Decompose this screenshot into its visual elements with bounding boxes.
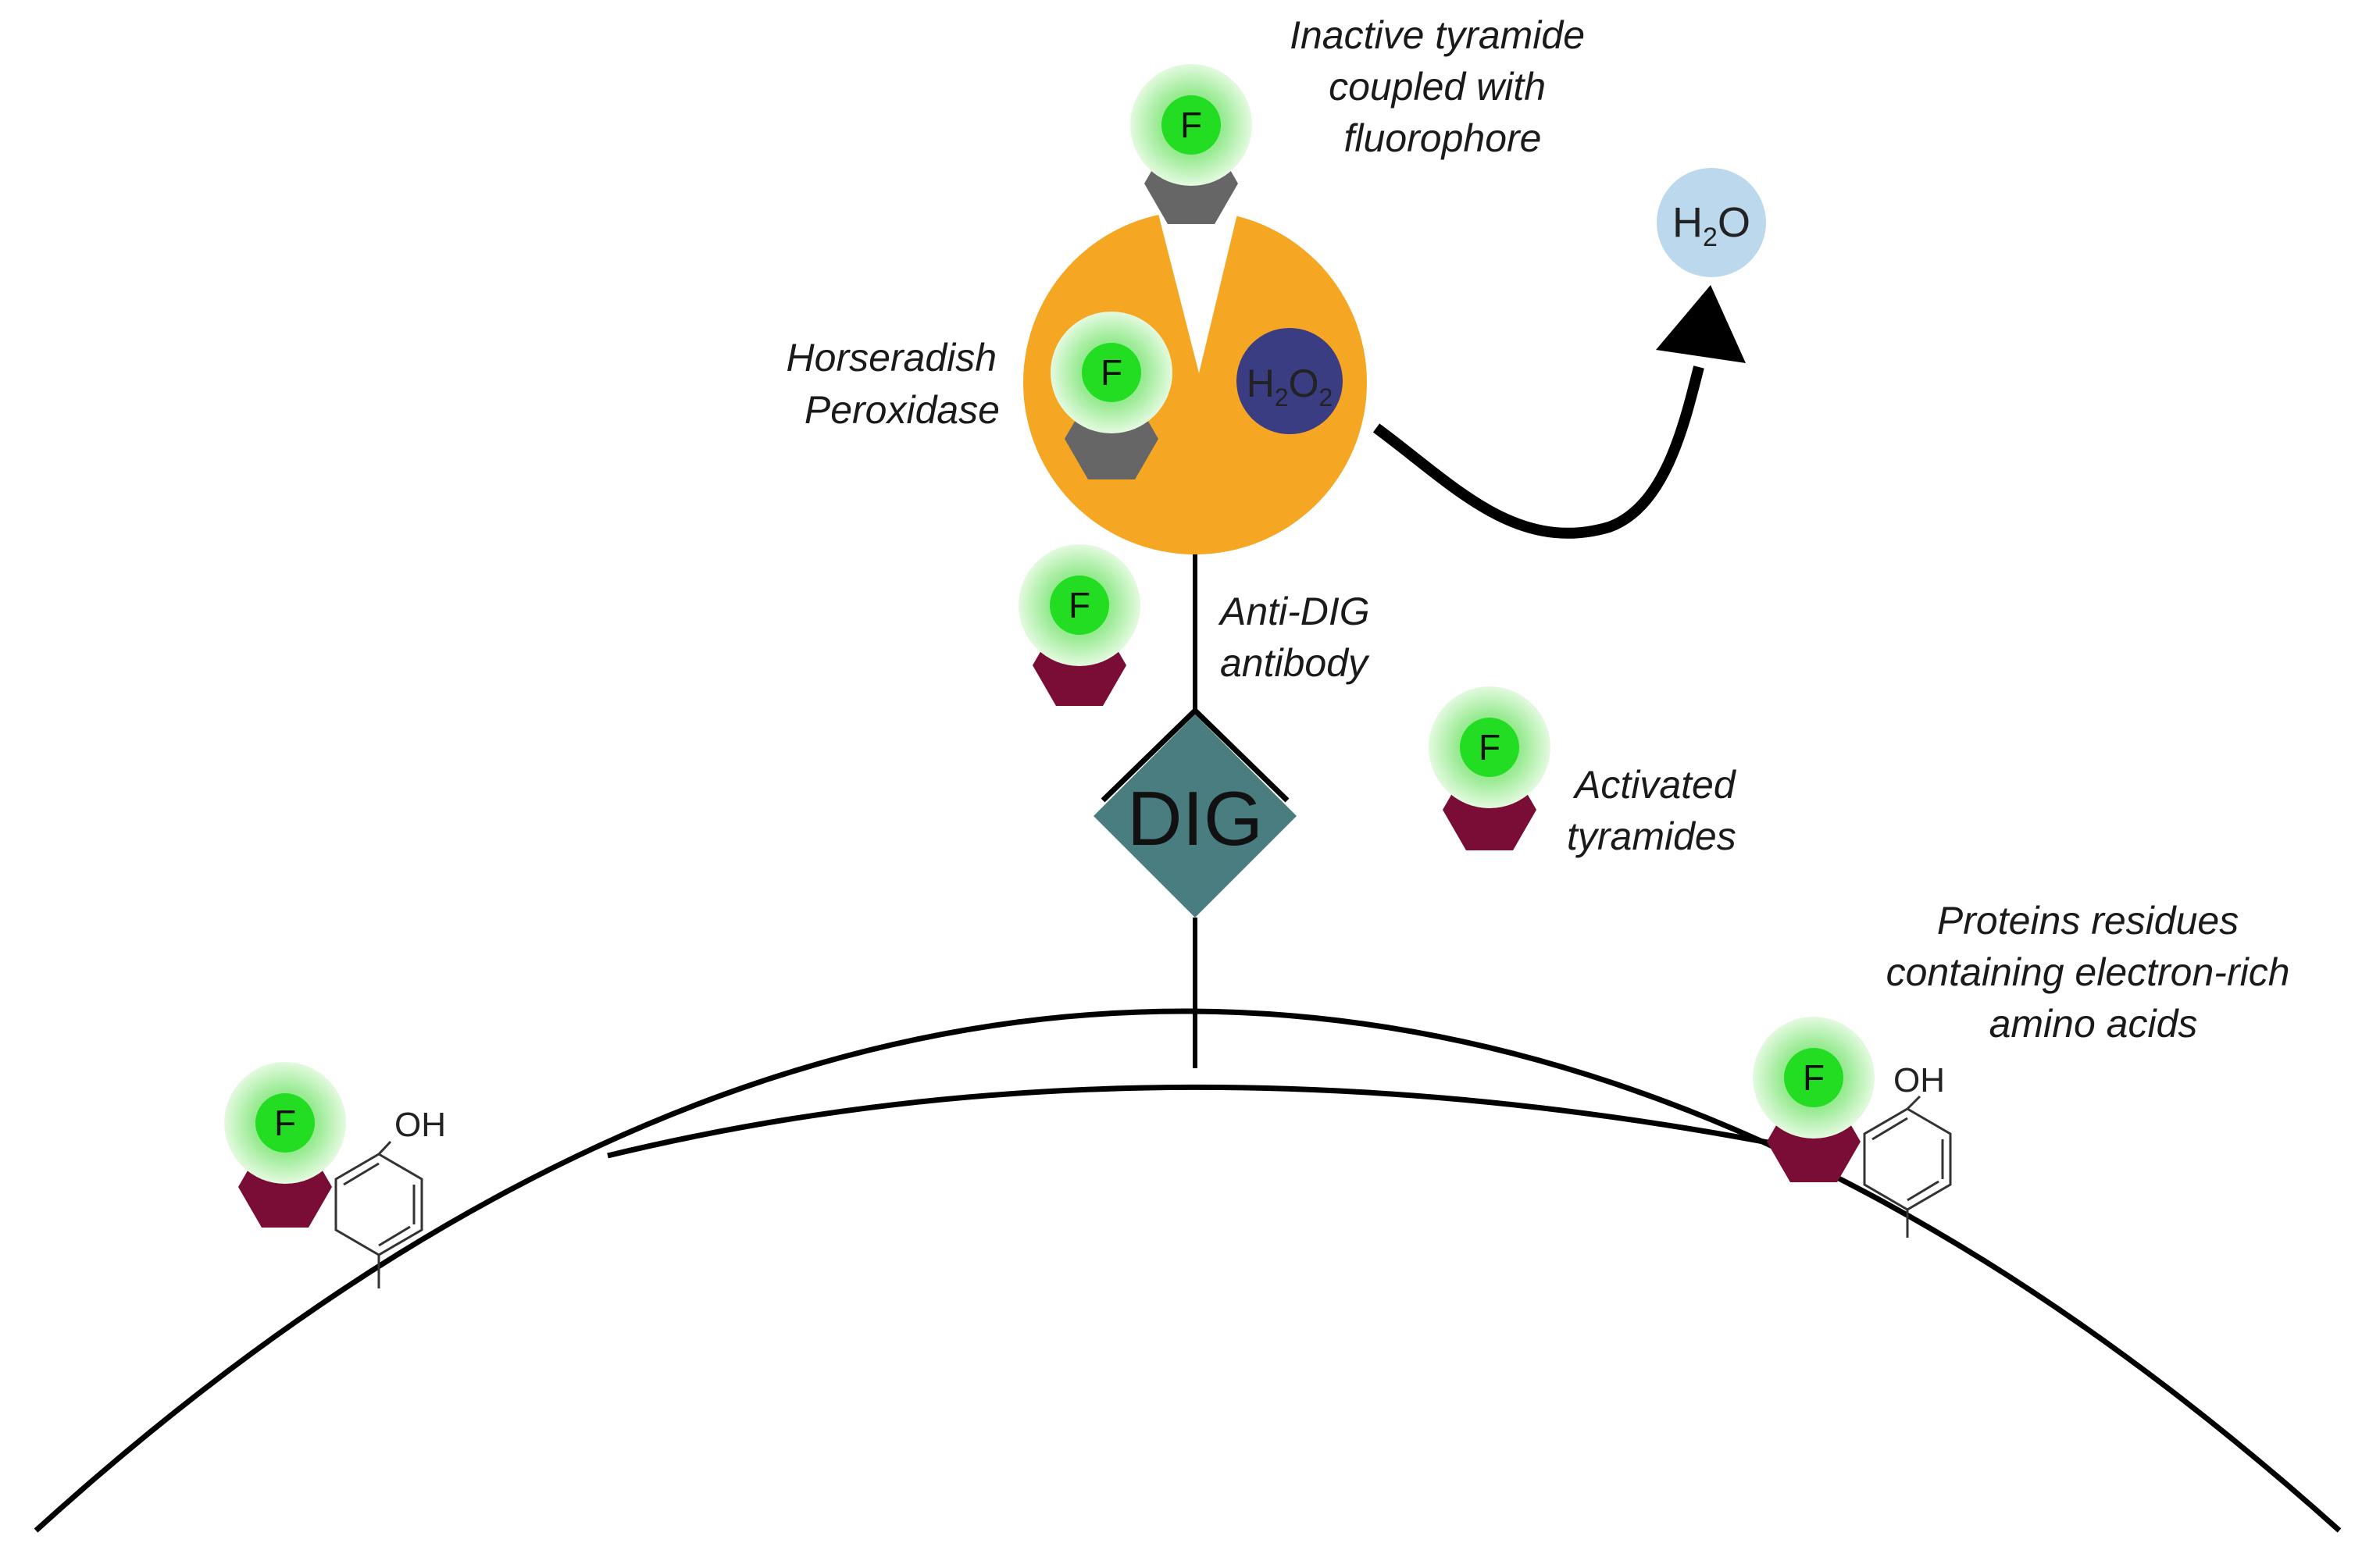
dig-label: DIG xyxy=(1127,775,1263,861)
fluorophore-label: F xyxy=(1803,1057,1825,1098)
fluorophore-activated-left: F xyxy=(1019,544,1140,666)
fluorophore-deposited-left: F xyxy=(224,1062,346,1184)
fluorophore-label: F xyxy=(1180,105,1202,145)
h2o-molecule: H2O xyxy=(1657,168,1766,277)
fluorophore-bound: F xyxy=(1051,312,1172,433)
fluorophore-activated-right: F xyxy=(1429,686,1550,808)
fluorophore-deposited-right: F xyxy=(1753,1017,1875,1139)
fluorophore-label: F xyxy=(1069,585,1090,625)
anti-dig-label: Anti-DIG antibody xyxy=(1218,590,1381,685)
h2o-label: H2O xyxy=(1672,199,1750,252)
proteins-residues-label: Proteins residues containing electron-ri… xyxy=(1886,899,2301,1046)
membrane-inner-line xyxy=(607,1084,1797,1159)
h2o2-molecule xyxy=(1236,328,1343,434)
reaction-arrow-body xyxy=(1372,365,1704,539)
phenol-ring-left: OH xyxy=(334,1106,446,1288)
reaction-arrow-head xyxy=(1656,285,1746,363)
activated-tyramides-label: Activated tyramides xyxy=(1567,763,1747,858)
fluorophore-label: F xyxy=(1479,727,1500,768)
cell-membrane-arc xyxy=(34,1008,2342,1533)
deposited-tyramide-left: OH F xyxy=(224,1062,446,1288)
hrp-active-site-notch xyxy=(1158,211,1238,373)
inactive-tyramide-label: Inactive tyramide coupled with fluoropho… xyxy=(1290,13,1596,160)
h2o-circle xyxy=(1657,168,1766,277)
hydroxyl-label: OH xyxy=(394,1106,446,1144)
dig-diamond: DIG xyxy=(1094,707,1297,918)
dig-diamond-shape xyxy=(1094,715,1297,918)
fluorophore-label: F xyxy=(1101,352,1122,393)
activated-tyramide-left: F xyxy=(1019,544,1140,706)
phenol-ring-right: OH xyxy=(1863,1061,1952,1238)
fluorophore-label: F xyxy=(274,1103,296,1143)
reaction-arrow xyxy=(1372,285,1746,539)
hrp-label: Horseradish Peroxidase xyxy=(787,336,1008,432)
antibody-arms xyxy=(1101,707,1290,803)
activated-tyramide-right: F xyxy=(1429,686,1550,850)
h2o2-label: H2O2 xyxy=(1247,362,1333,412)
fluorophore-top: F xyxy=(1130,64,1252,186)
hydroxyl-label: OH xyxy=(1893,1061,1945,1099)
inactive-tyramide-bound: F xyxy=(1051,312,1172,479)
inactive-tyramide-top: F xyxy=(1130,64,1252,224)
deposited-tyramide-right: OH F xyxy=(1753,1017,1952,1238)
